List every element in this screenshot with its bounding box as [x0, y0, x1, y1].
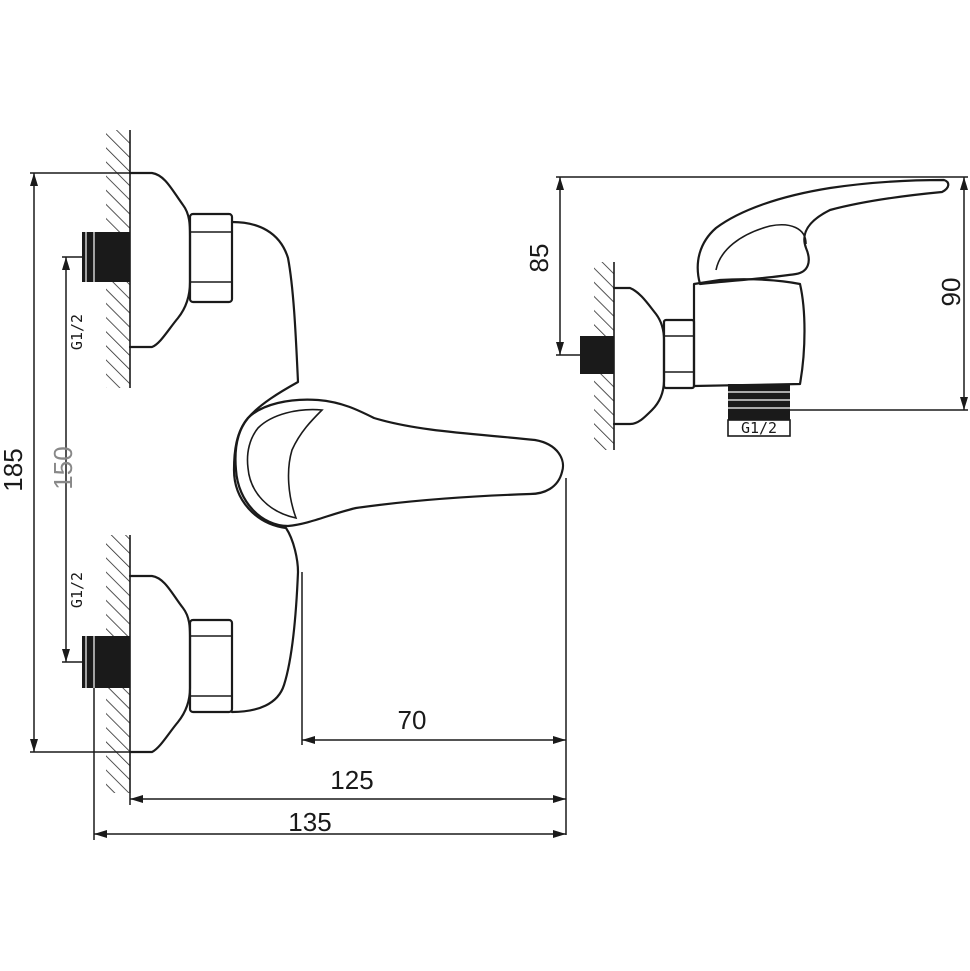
dim-handle-depth-label: 70	[398, 705, 427, 735]
thread-label-lower: G1/2	[68, 572, 86, 608]
valve-body	[230, 220, 300, 714]
dim-inlet-spacing-label: 150	[48, 446, 78, 489]
side-valve-body	[692, 278, 806, 388]
side-outlet-nozzle	[727, 384, 791, 437]
front-view: 185 150 G1/2 G1/2 70 125	[0, 130, 567, 840]
side-view: G1/2 85 90	[524, 176, 968, 450]
wall-flange-upper	[128, 171, 192, 349]
side-thread-label: G1/2	[741, 419, 777, 437]
dim-handle-height	[556, 176, 968, 356]
wall-flange-lower	[128, 574, 192, 754]
dim-overall-depth	[93, 688, 566, 840]
side-wall-flange	[612, 286, 666, 426]
pipe-stub-lower	[82, 636, 130, 688]
dim-handle-height-label: 85	[524, 244, 554, 273]
side-lever-detail	[715, 224, 807, 271]
dim-outlet-height-label: 90	[936, 278, 966, 307]
lever-inner-curve	[246, 408, 324, 520]
side-lever-handle	[696, 178, 950, 286]
thread-label-upper: G1/2	[68, 314, 86, 350]
dim-outlet-height	[790, 177, 968, 411]
dim-body-depth	[129, 793, 566, 805]
dim-overall-depth-label: 135	[288, 807, 331, 837]
lever-handle	[234, 398, 565, 528]
dim-handle-depth	[301, 478, 567, 835]
dim-body-depth-label: 125	[330, 765, 373, 795]
hex-nut-lower	[188, 618, 234, 714]
pipe-stub-upper	[82, 232, 130, 282]
side-pipe-stub	[580, 336, 614, 374]
side-hex-nut	[662, 318, 696, 390]
dim-total-height-label: 185	[0, 448, 28, 491]
dim-total-height	[30, 172, 130, 753]
dim-inlet-spacing	[62, 256, 82, 663]
hex-nut-upper	[188, 212, 234, 304]
